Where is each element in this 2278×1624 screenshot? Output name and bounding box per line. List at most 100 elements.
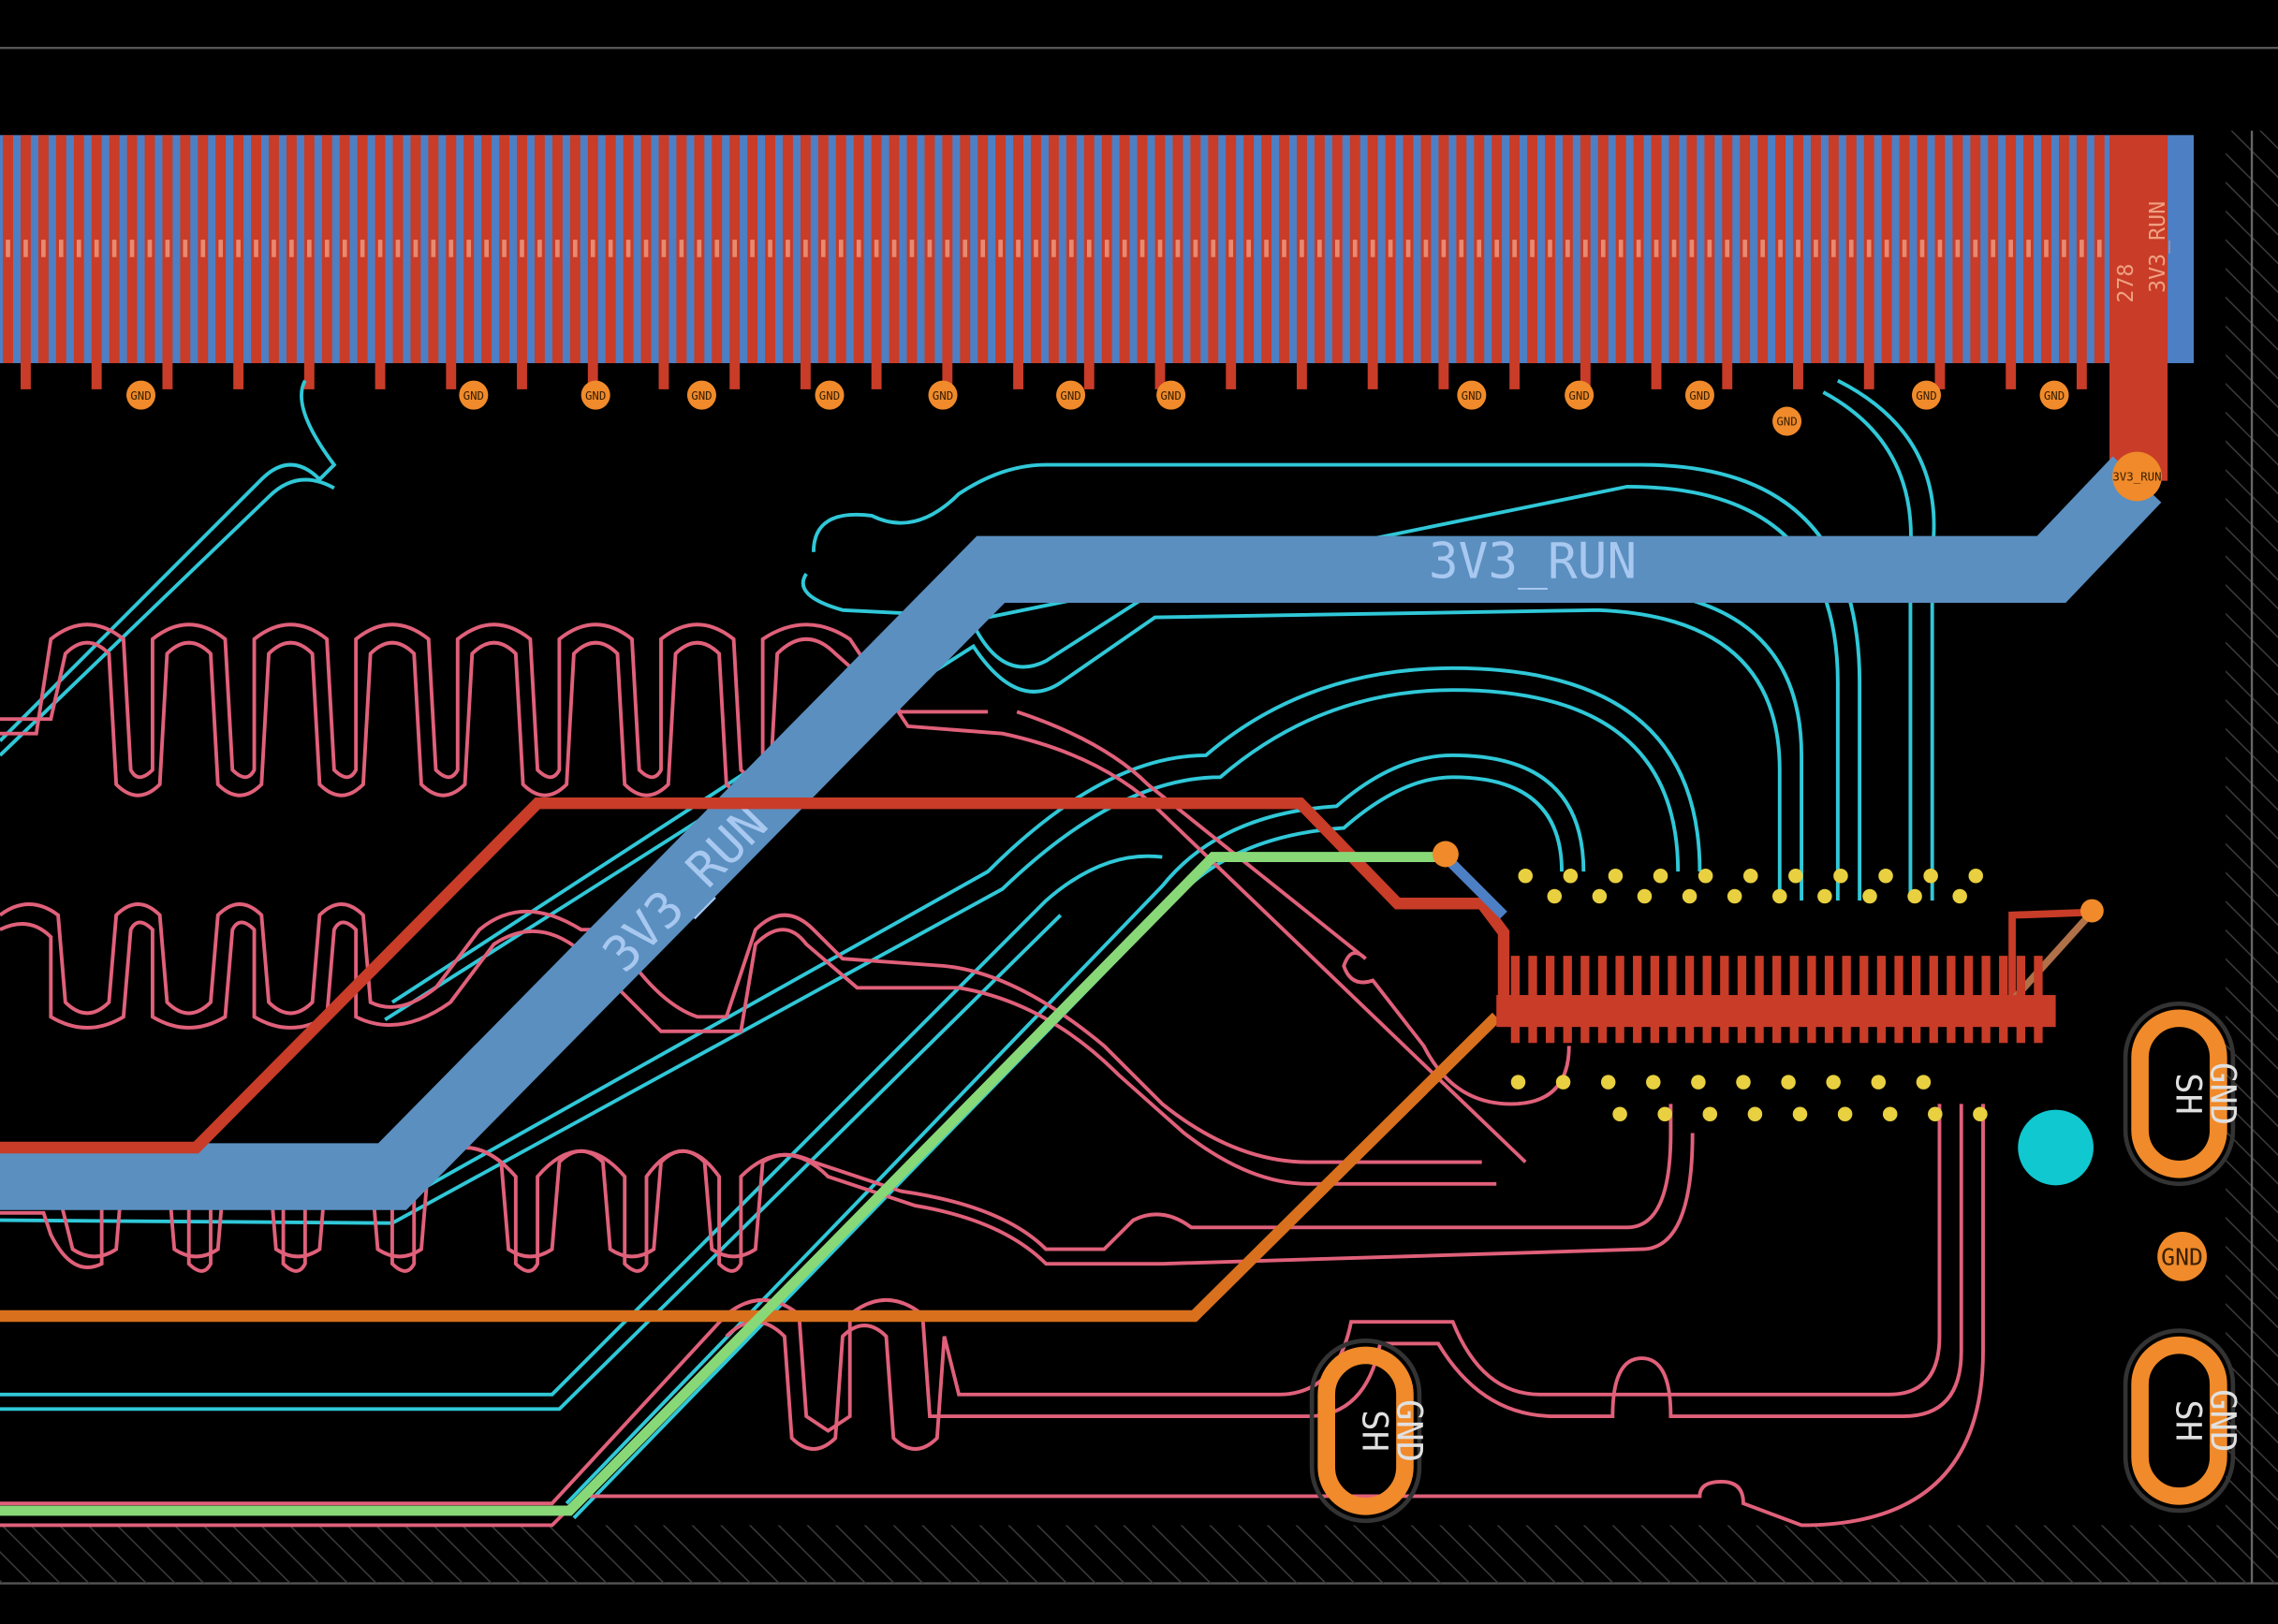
connector-finger[interactable] — [2006, 135, 2017, 389]
finger-pad-label — [1760, 240, 1765, 257]
connector-finger[interactable] — [91, 135, 102, 389]
fpc-pad[interactable] — [1807, 956, 1816, 1044]
gnd-via[interactable] — [1684, 380, 1714, 410]
finger-pad-label — [1139, 240, 1145, 257]
fpc-pad[interactable] — [1755, 956, 1764, 1044]
connector-finger[interactable] — [517, 135, 527, 389]
gnd-via[interactable] — [581, 380, 610, 410]
fpc-pad[interactable] — [1911, 956, 1921, 1044]
gnd-via[interactable] — [928, 380, 958, 410]
pad-dot — [1973, 1106, 1988, 1122]
gnd-via[interactable] — [2157, 1231, 2207, 1281]
connector-finger[interactable] — [1438, 135, 1449, 389]
fpc-pad[interactable] — [1963, 956, 1974, 1044]
fpc-pad[interactable] — [1981, 956, 1991, 1044]
connector-finger[interactable] — [1793, 135, 1803, 389]
fpc-pad[interactable] — [1929, 956, 1938, 1044]
connector-finger[interactable] — [1509, 135, 1521, 389]
finger-pad-label — [94, 240, 99, 257]
connector-pin-278[interactable] — [2109, 135, 2168, 481]
connector-finger[interactable] — [729, 135, 741, 389]
connector-finger[interactable] — [1226, 135, 1237, 389]
connector-finger[interactable] — [1367, 135, 1378, 389]
connector-finger[interactable] — [21, 135, 31, 389]
gnd-via[interactable] — [459, 380, 489, 410]
fpc-pad[interactable] — [1999, 956, 2008, 1044]
fpc-pad[interactable] — [1563, 956, 1572, 1044]
connector-finger[interactable] — [303, 135, 315, 389]
blue-trace-short[interactable] — [1442, 853, 1507, 919]
connector-finger[interactable] — [1580, 135, 1591, 389]
fpc-pad[interactable] — [1545, 956, 1555, 1044]
gnd-via[interactable] — [1565, 380, 1595, 410]
via-3v3-run[interactable] — [2112, 451, 2162, 502]
connector-finger[interactable] — [2076, 135, 2087, 389]
orange-trace[interactable] — [0, 1012, 1501, 1323]
fpc-pad[interactable] — [1597, 956, 1608, 1044]
fpc-pad[interactable] — [1947, 956, 1956, 1044]
connector-finger[interactable] — [1013, 135, 1023, 389]
gnd-via[interactable] — [815, 380, 845, 410]
pad-dot — [1547, 888, 1563, 904]
fpc-pad[interactable] — [1668, 956, 1677, 1044]
gnd-via[interactable] — [1911, 380, 1942, 410]
fpc-pad[interactable] — [1894, 956, 1903, 1044]
gnd-via[interactable] — [2039, 380, 2069, 410]
gnd-via-label: GND — [463, 388, 484, 402]
fpc-pad[interactable] — [1824, 956, 1834, 1044]
connector-finger[interactable] — [942, 135, 953, 389]
pad-dot — [1518, 869, 1533, 884]
gnd-via[interactable] — [1772, 406, 1802, 436]
connector-finger[interactable] — [1722, 135, 1733, 389]
connector-finger[interactable] — [1083, 135, 1095, 389]
finger-pad-label — [1352, 240, 1358, 257]
connector-finger[interactable] — [446, 135, 457, 389]
fpc-pad[interactable] — [1580, 956, 1590, 1044]
via[interactable] — [1432, 841, 1459, 868]
fpc-pad[interactable] — [1720, 956, 1729, 1044]
gnd-via[interactable] — [1457, 380, 1487, 410]
connector-finger[interactable] — [233, 135, 244, 389]
gnd-via[interactable] — [125, 380, 156, 410]
fpc-pad[interactable] — [1510, 956, 1521, 1044]
green-trace[interactable] — [0, 852, 1446, 1516]
fpc-pad[interactable] — [1702, 956, 1712, 1044]
finger-pad-label — [1848, 240, 1854, 257]
fpc-pad[interactable] — [2034, 956, 2043, 1044]
fpc-pad[interactable] — [1737, 956, 1747, 1044]
shield-pad[interactable] — [1317, 1346, 1414, 1515]
fpc-pad[interactable] — [1615, 956, 1624, 1044]
connector-finger[interactable] — [1651, 135, 1662, 389]
via[interactable] — [2080, 899, 2104, 923]
fpc-pad[interactable] — [1528, 956, 1537, 1044]
fpc-pad[interactable] — [1789, 956, 1799, 1044]
gnd-via[interactable] — [1056, 380, 1086, 410]
fpc-pad[interactable] — [1633, 956, 1642, 1044]
connector-finger[interactable] — [375, 135, 386, 389]
connector-finger[interactable] — [1863, 135, 1874, 389]
finger-pad-label — [520, 240, 524, 257]
connector-finger[interactable] — [587, 135, 598, 389]
gnd-via[interactable] — [1156, 380, 1186, 410]
connector-finger[interactable] — [1297, 135, 1307, 389]
connector-finger[interactable] — [162, 135, 173, 389]
shield-pad[interactable] — [2131, 1336, 2227, 1505]
connector-finger[interactable] — [658, 135, 669, 389]
fpc-pad[interactable] — [1684, 956, 1695, 1044]
front-copper-trace-short[interactable] — [2008, 908, 2093, 1017]
connector-finger[interactable] — [1934, 135, 1946, 389]
shield-pad[interactable] — [2131, 1009, 2227, 1178]
fpc-pad[interactable] — [1650, 956, 1659, 1044]
connector-finger[interactable] — [800, 135, 811, 389]
fpc-pad[interactable] — [1876, 956, 1887, 1044]
power-trace-3v3-run[interactable] — [0, 456, 2162, 1210]
fpc-pad[interactable] — [2016, 956, 2026, 1044]
fpc-pad[interactable] — [1842, 956, 1851, 1044]
fpc-pad[interactable] — [1772, 956, 1782, 1044]
gnd-via[interactable] — [686, 380, 716, 410]
connector-finger[interactable] — [1154, 135, 1166, 389]
connector-finger[interactable] — [871, 135, 882, 389]
fpc-pad[interactable] — [1859, 956, 1869, 1044]
finger-pad-label — [1388, 240, 1393, 257]
